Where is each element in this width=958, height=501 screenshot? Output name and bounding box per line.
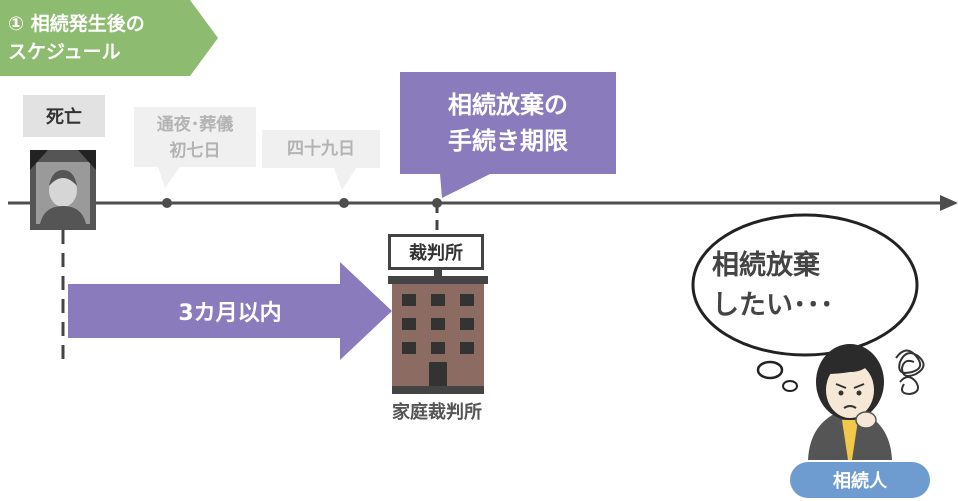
court-caption: 家庭裁判所 <box>392 402 482 423</box>
funeral-portrait-icon <box>30 150 96 230</box>
deadline-callout <box>400 72 616 198</box>
header-title-line2: スケジュール <box>8 41 121 63</box>
deadline-label: 相続放棄の 手続き期限 <box>400 84 616 162</box>
court-building-icon <box>388 270 488 394</box>
speech-bubble <box>691 213 919 392</box>
deadline-label-line2: 手続き期限 <box>448 127 568 155</box>
deadline-point <box>432 198 442 208</box>
speech-line2: したい･･･ <box>712 290 834 321</box>
wake-point <box>162 198 172 208</box>
death-label: 死亡 <box>23 95 105 137</box>
period-arrow-label: 3カ月以内 <box>178 301 282 326</box>
heir-person-icon <box>808 344 925 460</box>
speech-text: 相続放棄 したい･･･ <box>712 246 892 326</box>
shijukunichi-point <box>339 198 349 208</box>
timeline-arrowhead <box>940 195 958 211</box>
wake-callout <box>134 107 256 188</box>
header-title: ① 相続発生後の スケジュール <box>8 10 208 66</box>
shijukunichi-label: 四十九日 <box>287 139 355 159</box>
period-arrow <box>68 262 392 360</box>
deadline-label-line1: 相続放棄の <box>448 91 568 119</box>
wake-label: 通夜･葬儀 初七日 <box>134 110 256 166</box>
wake-label-line1: 通夜･葬儀 <box>156 115 234 135</box>
header-title-line1: ① 相続発生後の <box>8 13 145 35</box>
shijukunichi-callout <box>262 130 380 190</box>
header-tag <box>0 0 218 76</box>
court-sign: 裁判所 <box>388 234 484 270</box>
speech-line1: 相続放棄 <box>712 250 820 281</box>
wake-label-line2: 初七日 <box>169 141 221 161</box>
heir-label: 相続人 <box>790 462 930 498</box>
